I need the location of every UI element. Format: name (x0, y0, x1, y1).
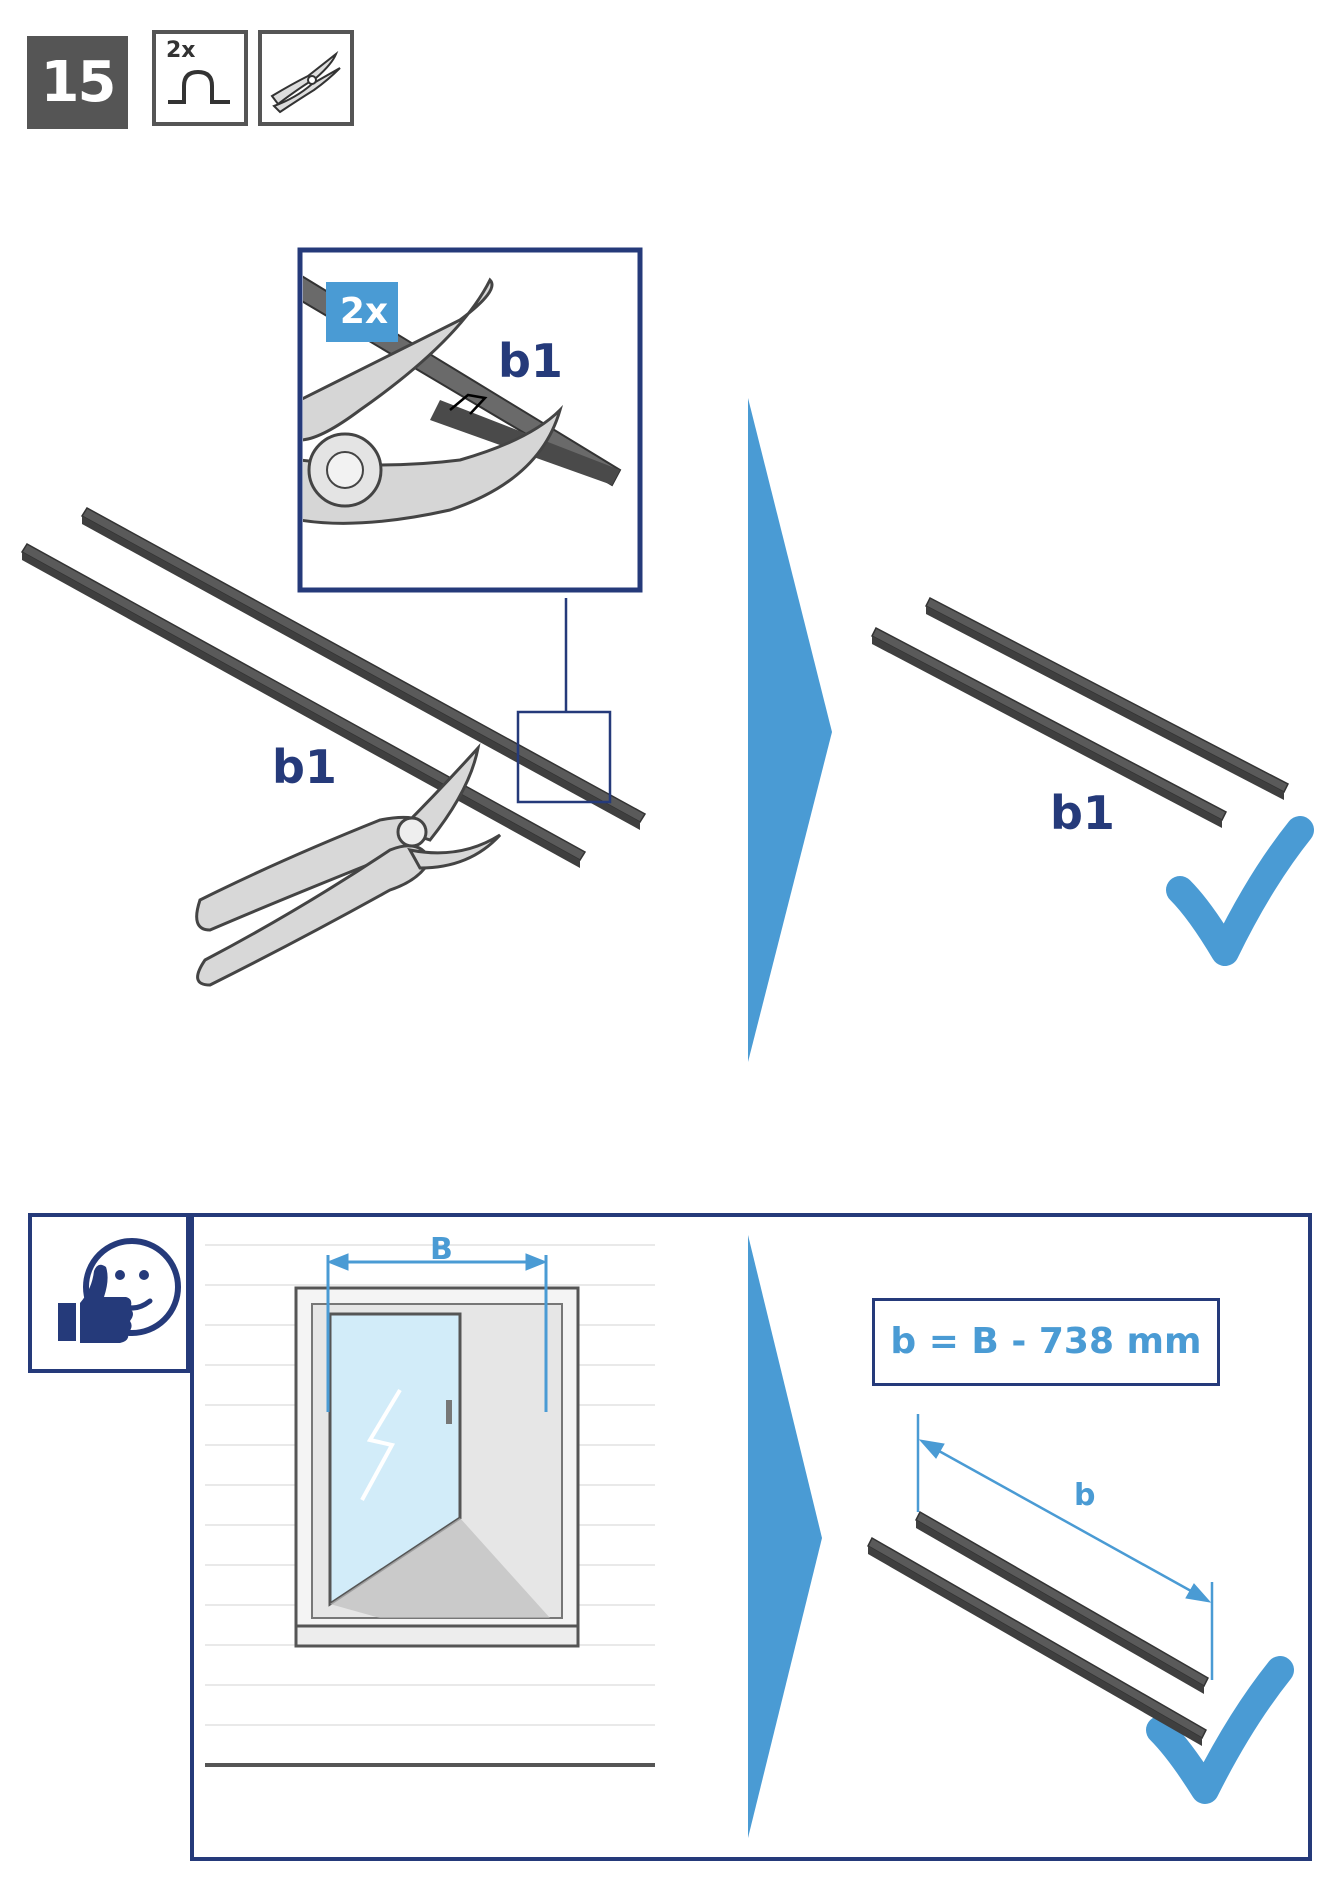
detail-inset (297, 247, 643, 593)
dimension-B (326, 1253, 548, 1412)
profile-strip-icon (168, 69, 230, 104)
pliers-icon-box (258, 30, 354, 126)
step-number: 15 (27, 36, 128, 129)
strip-pair-bottom (867, 1510, 1209, 1746)
tip-box (28, 1213, 190, 1373)
quantity-label: 2x (166, 38, 196, 63)
detail-part-label: b1 (498, 334, 563, 388)
check-icon-bottom (1146, 1656, 1294, 1804)
next-arrow-bottom (748, 1235, 822, 1838)
window-illustration (205, 1244, 655, 1767)
detail-quantity-badge: 2x (339, 291, 389, 332)
pliers-illustration (195, 743, 502, 987)
part-label-left: b1 (272, 740, 337, 794)
profile-strip-icon-box: 2x (152, 30, 248, 126)
length-formula: b = B - 738 mm (872, 1298, 1220, 1386)
dimension-b (916, 1414, 1214, 1680)
bottom-panel (190, 1213, 1312, 1861)
thumbs-up-smiley-icon (58, 1238, 181, 1343)
next-arrow-top (748, 398, 832, 1062)
window-width-label: B (430, 1232, 453, 1267)
strip-length-label: b (1074, 1478, 1096, 1513)
pliers-icon (270, 50, 341, 114)
check-icon-top (1166, 816, 1314, 966)
part-label-right: b1 (1050, 786, 1115, 840)
zoom-indicator (516, 710, 612, 804)
strip-pair-right (871, 596, 1290, 828)
